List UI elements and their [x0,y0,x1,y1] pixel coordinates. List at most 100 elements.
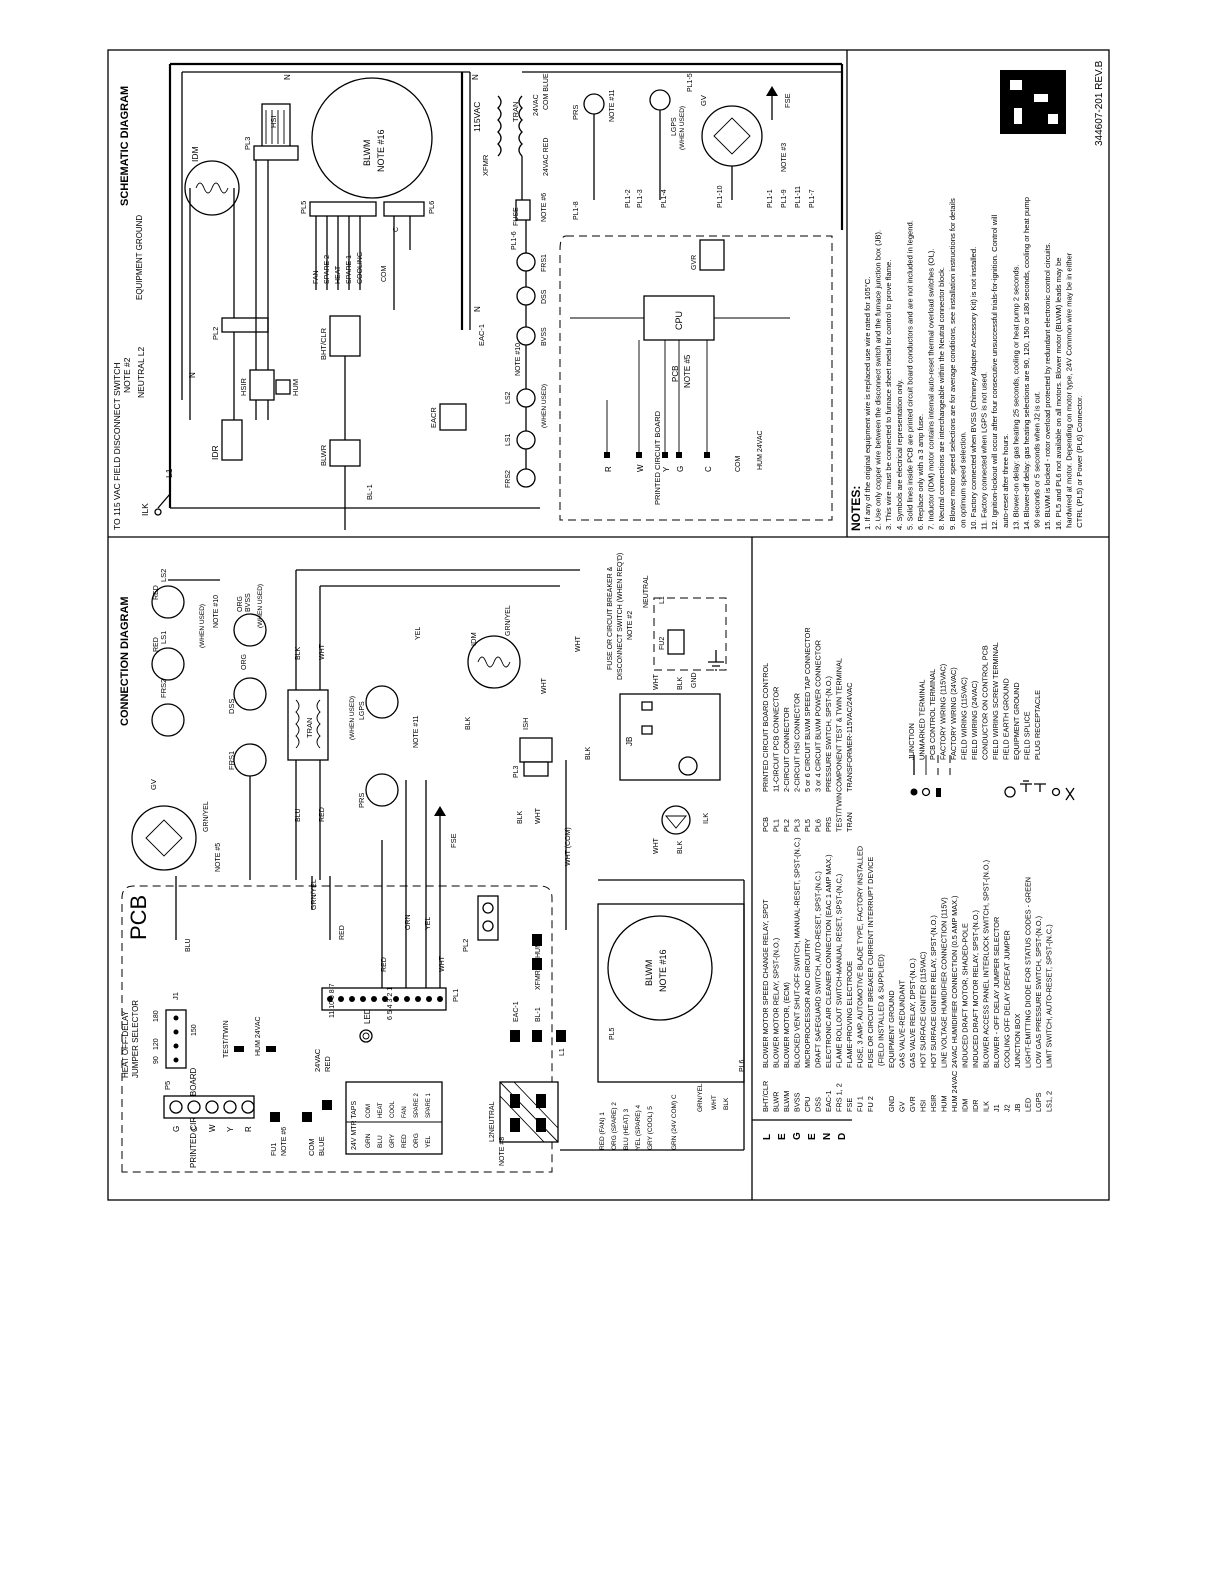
tran-coil-1 [295,699,300,749]
grn-yel-wire-label: GRN/YEL [311,879,318,910]
legend-letter-1: E [777,1133,788,1140]
p5-screw-y[interactable] [223,1100,237,1114]
legend-letter-4: N [822,1133,833,1140]
mtr-tap-right-1: HEAT [378,1102,384,1118]
led-indicator-icon [359,1029,373,1043]
p5-screw-r[interactable] [241,1100,255,1114]
mtr-tap-right-2: COOL [390,1100,396,1118]
fuse-symbol [515,199,531,221]
prs-switch-symbol [583,93,605,115]
equipment-ground-label: EQUIPMENT GROUND [135,215,144,300]
equipment-ground-icon [1034,783,1046,792]
mtr-tap-left-1: BLU [377,1135,384,1148]
frs1-switch-symbol [516,252,536,272]
pl3-label: PL3 [243,137,252,150]
mtr-taps-title: 24V MTR TAPS [351,1101,358,1150]
legend-abbr-26: LGPS [1034,1092,1043,1112]
legend-letter-0: L [762,1134,773,1140]
legend-abbr-9: FU 1 [856,1096,865,1112]
pl2-label: PL2 [461,939,470,952]
pcb-outline [121,885,553,1173]
blwm-note-label: NOTE #16 [376,129,386,172]
p5-screw-w[interactable] [205,1100,219,1114]
mtr-tap-left-5: YEL [425,1135,432,1148]
mtr-tap-right-4: SPARE 2 [414,1092,420,1118]
ls1-switch-symbol [516,430,536,450]
p5-screw-terminals: G C W Y R [169,1100,255,1132]
bl1-terminal[interactable] [532,1030,542,1042]
junction-icon [910,788,918,796]
p5-screw-c[interactable] [187,1100,201,1114]
hsi-element [265,110,285,144]
pl1-8-label: PL1-8 [573,201,580,220]
legend-desc-7: FLAME ROLLOUT SWITCH-MANUAL RESET, SPST-… [835,874,844,1068]
eacr-label: EACR [429,407,438,428]
eac1-terminal[interactable] [510,1030,520,1042]
note-line-1: 2. Use only copper wire between the disc… [874,230,883,530]
n-label-4: N [473,306,482,312]
p5-screw-g[interactable] [169,1100,183,1114]
test-twin-terminal[interactable] [234,1046,244,1052]
dss-org-label: ORG [241,654,248,670]
blwm-label: BLWM [362,140,372,166]
ls1-switch-symbol [151,647,185,681]
l1-terminal[interactable] [556,1030,566,1042]
terminal-y: Y [662,466,671,472]
legend-abbr-2: BLWM [782,1091,791,1112]
idm-coil [477,656,511,668]
legend-desc-20: INDUCED DRAFT MOTOR RELAY, SPST-(N.O.) [971,910,980,1068]
barcode-gap-3 [1014,108,1022,124]
hum-terminal-symbol [275,379,291,395]
legend2-desc-8: TRANSFORMER-115VAC/24VAC [845,683,854,792]
motor-grn-yel-lead: GRN/YEL [697,1083,704,1112]
p5-y-label: Y [226,1126,235,1132]
motor-lead-1: ORG (SPARE) 2 [611,1102,618,1150]
lgps-switch-symbol [649,89,671,111]
hum-terminal[interactable] [532,934,542,946]
jb-terminals [641,701,653,735]
legend-abbr-10: FU 2 [866,1096,875,1112]
pcb-big-label: PCB [126,895,151,940]
pl1-11-label: PL1-11 [795,186,802,208]
neutral-l2-label: NEUTRAL L2 [136,347,146,398]
vac24-label: 24VAC [533,94,540,116]
legend-abbr-12: GND [887,1096,896,1112]
frs1-switch-symbol [233,743,267,777]
mtr-tap-left-0: GRN [365,1133,372,1148]
mtr-tap-right-3: FAN [402,1106,408,1118]
hum-24vac-label: HUM 24VAC [255,1016,262,1056]
gv-bridge [713,117,751,155]
idm-wht-label: WHT [541,677,548,694]
idm-label: IDM [190,146,200,162]
blwm-motor-symbol [311,77,433,199]
ilk-wht-label: WHT [653,837,660,854]
legend2-abbr-1: PL1 [772,819,781,832]
legend-symbol-2: PCB CONTROL TERMINAL [928,669,937,760]
hum-24vac-terminal[interactable] [266,1046,276,1052]
legend-desc-2: BLOWER MOTOR, (ECM) [782,982,791,1068]
barcode-gap-4 [1048,114,1058,124]
legend-abbr-3: BVSS [793,1092,802,1112]
legend2-desc-3: 2-CIRCUIT HSI CONNECTOR [793,693,802,792]
note-line-15: 14. Blower-off delay: gas heating select… [1022,197,1031,530]
bht-clr-label: BHT/CLR [319,327,328,360]
legend-symbol-1: UNMARKED TERMINAL [918,679,927,760]
vac24-red-label: 24VAC RED [543,138,550,176]
bvss-org-label: ORG [237,596,244,612]
legend-desc-25: LIGHT-EMITTING DIODE FOR STATUS CODES - … [1024,877,1033,1068]
pl1-pin-4 [404,996,410,1002]
jumper-pin-90 [173,1057,179,1063]
note-line-20: CTRL (PL5) or Power (PL6) Connector. [1075,396,1084,530]
schematic-diagram: SCHEMATIC DIAGRAM TO 115 VAC FIELD DISCO… [112,60,1105,530]
tran-coil-2 [316,699,321,749]
idm-label: IDM [469,632,478,646]
legend2-abbr-3: PL3 [793,819,802,832]
note-line-8: 9. Blower motor speed selections are for… [948,198,957,530]
idr-relay-symbol [221,419,243,461]
note10-label: NOTE #10 [213,595,220,628]
legend-abbr-8: FSE [845,1098,854,1112]
hum-label: HUM [535,942,542,958]
frs2-switch-symbol [516,468,536,488]
